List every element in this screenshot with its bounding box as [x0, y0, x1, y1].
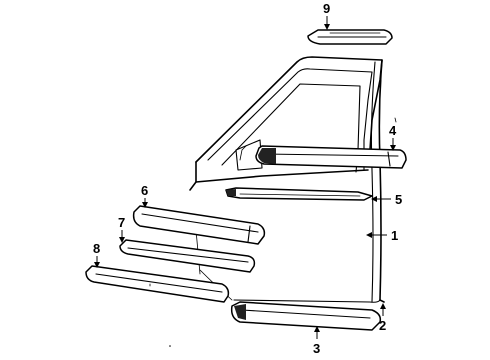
callout-9: 9	[323, 1, 330, 16]
part-5-belt-reveal-molding	[225, 187, 373, 201]
speck-mark	[169, 345, 171, 347]
callout-6: 6	[141, 183, 148, 198]
callout-7: 7	[118, 215, 125, 230]
callout-2: 2	[379, 318, 386, 333]
part-4-upper-belt-molding	[255, 145, 407, 169]
callout-3: 3	[313, 341, 320, 356]
leader-lines	[94, 16, 396, 339]
callout-1: 1	[391, 228, 398, 243]
part-8-front-molding	[85, 265, 230, 303]
callout-4: 4	[389, 123, 397, 138]
part-7-lower-molding	[119, 239, 256, 273]
part-3-rocker-molding	[230, 301, 382, 331]
part-6-door-side-molding	[132, 205, 266, 245]
callout-5: 5	[395, 192, 402, 207]
callout-8: 8	[93, 241, 100, 256]
part-9-roof-molding	[307, 29, 393, 45]
